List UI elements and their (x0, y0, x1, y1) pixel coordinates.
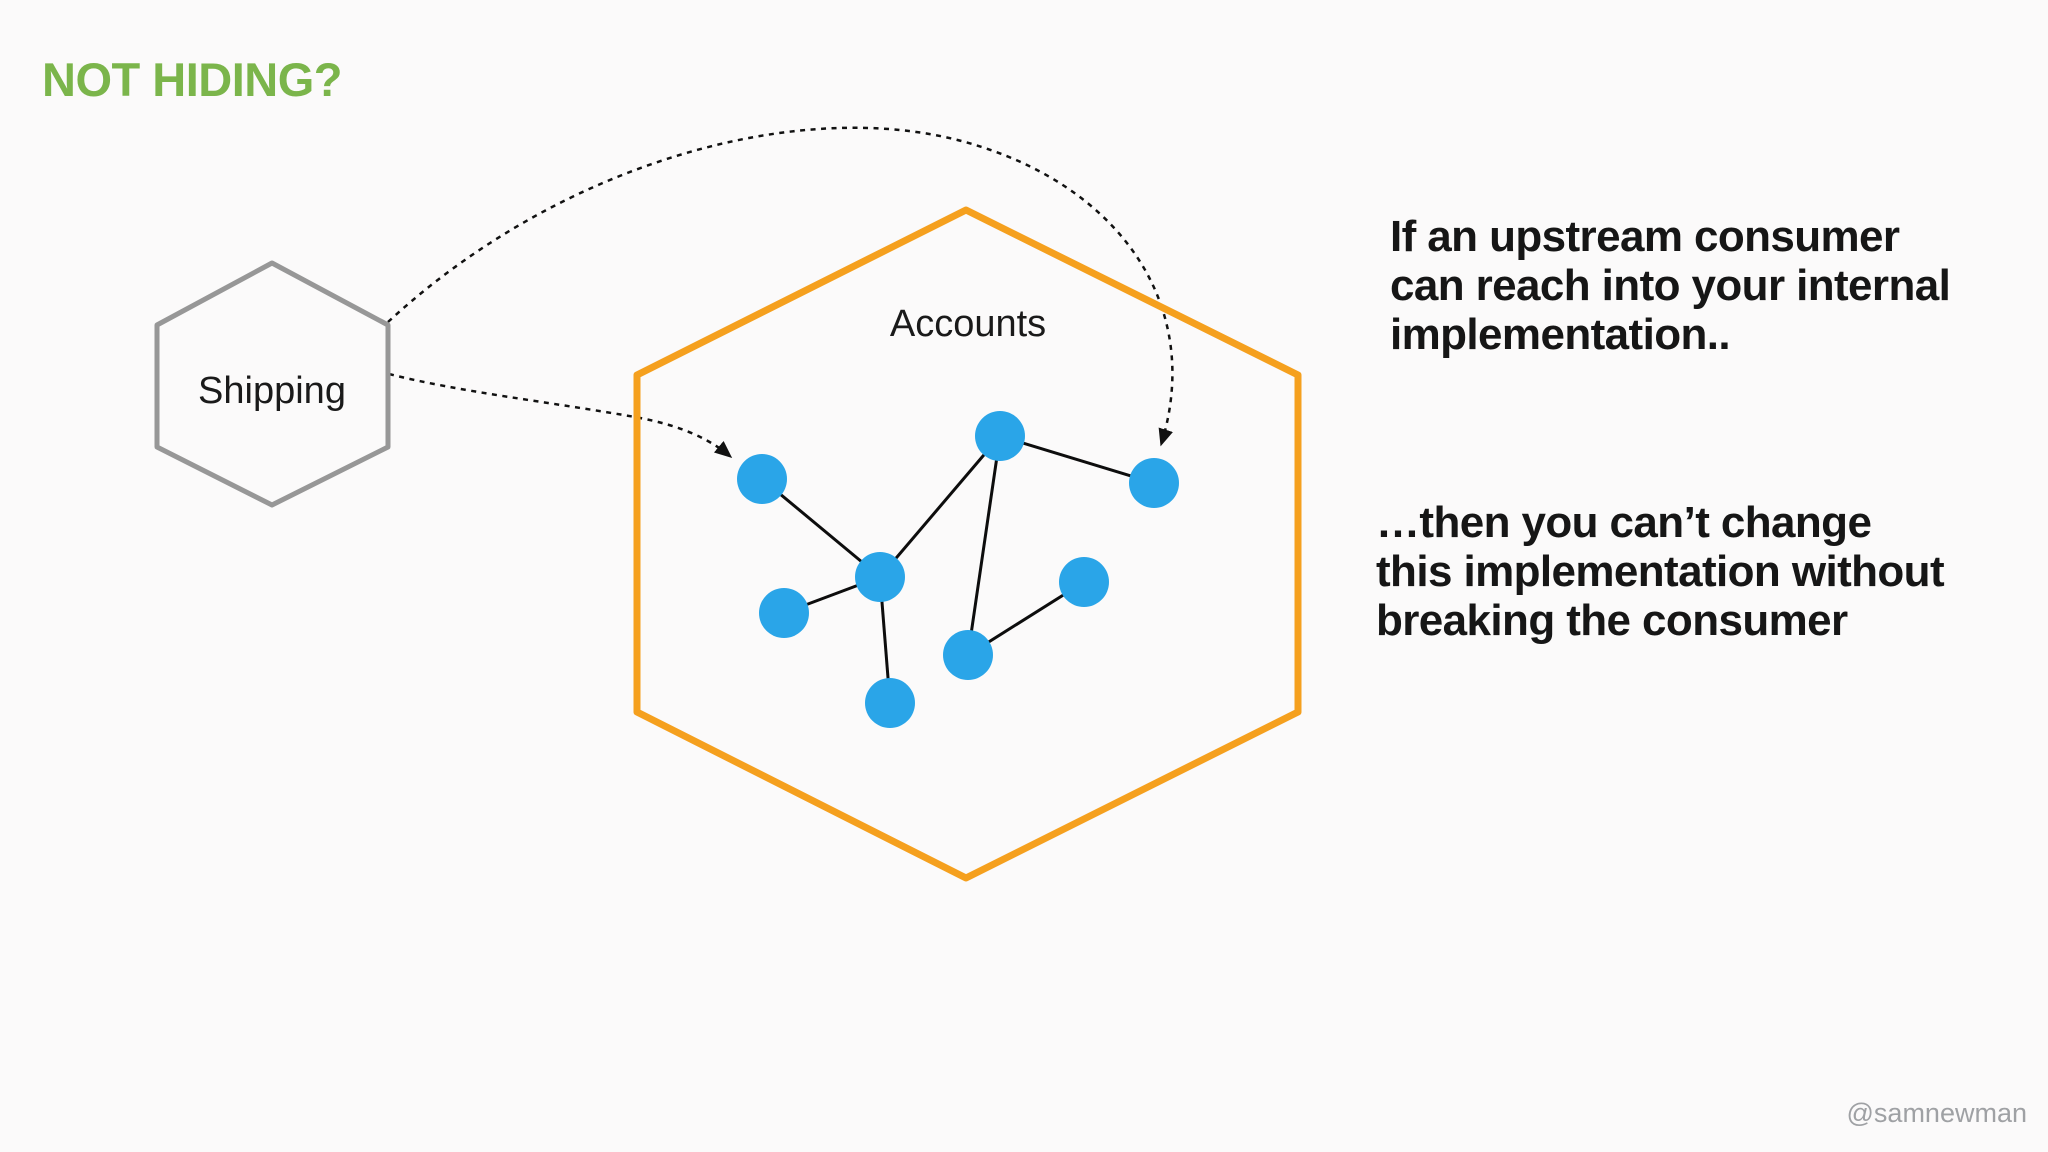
network-node (975, 411, 1025, 461)
network-node (943, 630, 993, 680)
breaking-consumer-text-line: …then you can’t change (1376, 498, 1872, 547)
accounts-hexagon (633, 206, 1302, 882)
author-watermark: @samnewman (1846, 1098, 2027, 1128)
arrow-shipping-to-left-node (388, 372, 733, 458)
shipping-hexagon (154, 260, 391, 508)
upstream-consumer-text-line: If an upstream consumer (1390, 212, 1900, 261)
shipping-hexagon-label: Shipping (198, 370, 346, 412)
accounts-hexagon-label: Accounts (890, 303, 1046, 345)
network-edge (966, 435, 1002, 656)
network-nodes-group (737, 411, 1179, 728)
upstream-consumer-text-line: implementation.. (1390, 310, 1731, 359)
network-node (1129, 458, 1179, 508)
network-edge (999, 434, 1155, 485)
upstream-consumer-text-line: can reach into your internal (1390, 261, 1951, 310)
network-node (759, 588, 809, 638)
breaking-consumer-text: …then you can’t change this implementati… (1376, 498, 1945, 645)
network-edge (761, 477, 881, 579)
breaking-consumer-text-line: this implementation without (1376, 547, 1945, 596)
slide-title: NOT HIDING? (42, 53, 342, 106)
dashed-arrows-group (387, 126, 1174, 458)
upstream-consumer-text: If an upstream consumer can reach into y… (1390, 212, 1951, 359)
network-node (865, 678, 915, 728)
hexagons-group (154, 206, 1302, 882)
breaking-consumer-text-line: breaking the consumer (1376, 596, 1848, 645)
network-node (1059, 557, 1109, 607)
network-edge (878, 435, 1002, 578)
network-node (855, 552, 905, 602)
network-node (737, 454, 787, 504)
